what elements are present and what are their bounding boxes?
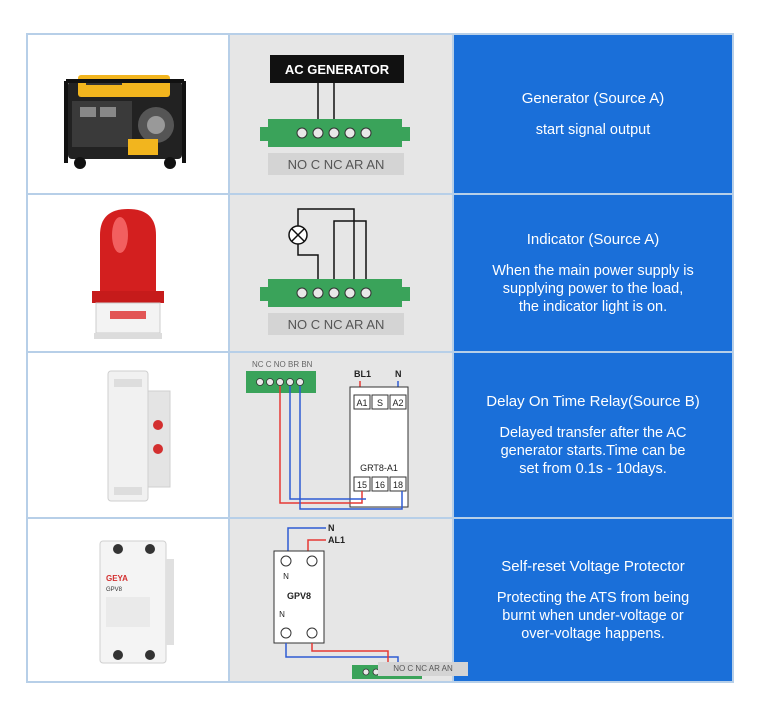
row-title: Generator (Source A) — [521, 89, 665, 107]
voltage-protector-icon: GEYA GPV8 — [99, 540, 174, 664]
indicator-image — [28, 195, 228, 351]
generator-icon — [64, 75, 186, 169]
generator-description: Generator (Source A) start signal output — [454, 35, 732, 193]
relay-term-s: S — [377, 398, 383, 408]
row-description: When the main power supply is supplying … — [492, 262, 694, 315]
row-time-relay: NC C NO BR BN BL1 N A1 S A2 GRT8-A1 — [26, 353, 734, 517]
diagram-header: AC GENERATOR — [285, 62, 390, 77]
relay-term-15: 15 — [357, 480, 367, 490]
voltage-protector-diagram: N AL1 N GPV8 N — [230, 519, 452, 681]
voltage-protector-image: GEYA GPV8 — [28, 519, 228, 681]
wire-n-label: N — [328, 523, 335, 533]
protector-in-label: N — [283, 572, 289, 581]
wire-n-label: N — [395, 369, 402, 379]
row-description: Protecting the ATS from being burnt when… — [496, 589, 690, 642]
row-description: start signal output — [535, 121, 651, 138]
terminal-labels-top: NC C NO BR BN — [252, 360, 313, 369]
relay-term-18: 18 — [393, 480, 403, 490]
wiring-table: AC GENERATOR NO C NC AR AN Generator (So… — [26, 33, 734, 683]
row-voltage-protector: GEYA GPV8 N AL1 N GPV8 N — [26, 519, 734, 681]
time-relay-icon — [107, 370, 171, 502]
row-description: Delayed transfer after the AC generator … — [499, 424, 687, 477]
wire-bl1-label: BL1 — [354, 369, 371, 379]
protector-box — [273, 550, 325, 644]
generator-diagram: AC GENERATOR NO C NC AR AN — [230, 35, 452, 193]
ac-generator-label-box — [270, 55, 404, 83]
row-indicator: NO C NC AR AN Indicator (Source A) When … — [26, 195, 734, 351]
row-title: Indicator (Source A) — [526, 230, 660, 248]
relay-term-a1: A1 — [356, 398, 367, 408]
row-title: Delay On Time Relay(Source B) — [486, 392, 700, 410]
indicator-diagram: NO C NC AR AN — [230, 195, 452, 351]
terminal-labels: NO C NC AR AN — [288, 317, 385, 332]
warning-light-icon — [92, 209, 164, 339]
row-generator: AC GENERATOR NO C NC AR AN Generator (So… — [26, 35, 734, 193]
generator-image — [28, 35, 228, 193]
protector-model: GPV8 — [287, 591, 311, 601]
relay-term-a2: A2 — [392, 398, 403, 408]
wire-al1-label: AL1 — [328, 535, 345, 545]
relay-term-16: 16 — [375, 480, 385, 490]
indicator-description: Indicator (Source A) When the main power… — [454, 195, 732, 351]
voltage-protector-description: Self-reset Voltage Protector Protecting … — [454, 519, 732, 681]
device-brand: GEYA — [106, 574, 128, 583]
relay-model: GRT8-A1 — [360, 463, 398, 473]
row-title: Self-reset Voltage Protector — [501, 557, 685, 575]
time-relay-image — [28, 353, 228, 517]
device-model: GPV8 — [106, 587, 123, 593]
terminal-labels: NO C NC AR AN — [288, 157, 385, 172]
terminal-labels: NO C NC AR AN — [378, 662, 468, 676]
protector-out-label: N — [279, 610, 285, 619]
time-relay-description: Delay On Time Relay(Source B) Delayed tr… — [454, 353, 732, 517]
time-relay-diagram: NC C NO BR BN BL1 N A1 S A2 GRT8-A1 — [230, 353, 452, 517]
